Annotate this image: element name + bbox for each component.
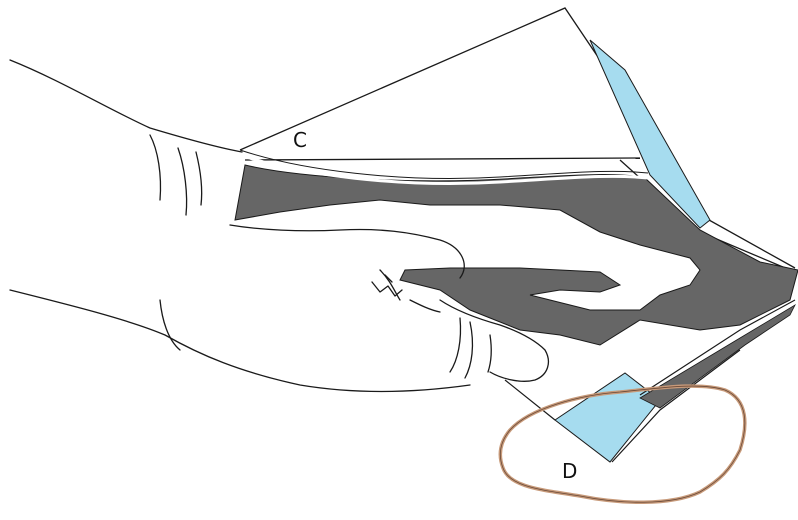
hand-outline bbox=[10, 60, 548, 391]
label-c: C bbox=[293, 128, 307, 152]
label-d: D bbox=[562, 459, 577, 483]
dark-shading bbox=[235, 165, 798, 345]
